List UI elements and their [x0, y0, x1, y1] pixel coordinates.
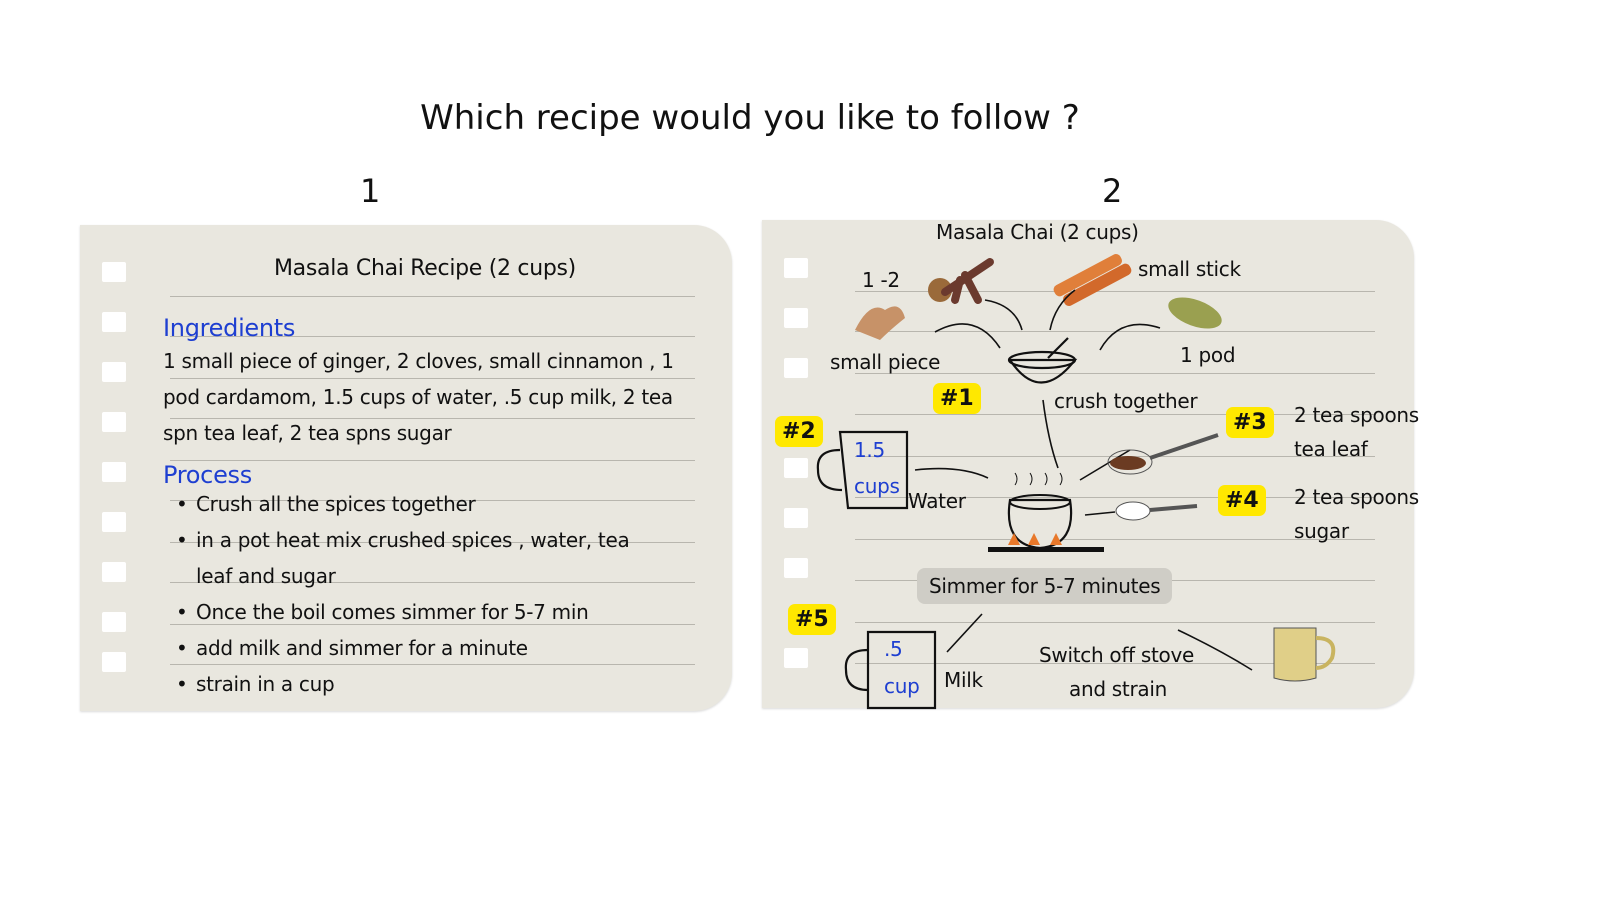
process-step-text: strain in a cup: [196, 672, 335, 696]
process-step-continued: leaf and sugar: [196, 564, 336, 588]
crush-label: crush together: [1054, 389, 1198, 413]
cinnamon-quantity: small stick: [1138, 257, 1241, 281]
process-step: Once the boil comes simmer for 5-7 min: [176, 600, 589, 624]
process-step: Crush all the spices together: [176, 492, 476, 516]
simmer-label: Simmer for 5-7 minutes: [917, 568, 1173, 604]
ginger-quantity: small piece: [830, 350, 941, 374]
water-label: Water: [908, 489, 966, 513]
water-mug-icon: [816, 430, 909, 510]
sugar-quantity: 2 tea spoons: [1294, 485, 1419, 509]
cardamom-quantity: 1 pod: [1180, 343, 1236, 367]
spoon-tea-icon: [1107, 433, 1219, 475]
ingredients-line: spn tea leaf, 2 tea spns sugar: [163, 421, 452, 445]
milk-cup-unit: cup: [884, 674, 920, 698]
finish-line-1: Switch off stove: [1039, 643, 1194, 667]
pot-on-stove-icon: [988, 472, 1104, 552]
recipe-2-title: Masala Chai (2 cups): [936, 220, 1139, 244]
recipe-card-2[interactable]: [762, 220, 1414, 708]
mortar-pestle-icon: [1007, 337, 1078, 384]
tea-label: tea leaf: [1294, 437, 1368, 461]
page-heading: Which recipe would you like to follow ?: [420, 98, 1080, 138]
sugar-label: sugar: [1294, 519, 1349, 543]
step-badge-1: #1: [933, 383, 981, 414]
option-label-2: 2: [1102, 172, 1123, 210]
ginger-icon: [855, 306, 905, 340]
finish-line-2: and strain: [1069, 677, 1167, 701]
tea-quantity: 2 tea spoons: [1294, 403, 1419, 427]
process-step-text: Once the boil comes simmer for 5-7 min: [196, 600, 589, 624]
cinnamon-icon: [1053, 254, 1132, 306]
step-badge-5: #5: [788, 604, 836, 635]
milk-cup-value: .5: [884, 637, 903, 661]
clove-icon: [928, 258, 994, 304]
water-cup-value: 1.5: [854, 438, 885, 462]
recipe-card-1[interactable]: [80, 225, 732, 711]
step-badge-3: #3: [1226, 407, 1274, 438]
process-step-text: Crush all the spices together: [196, 492, 476, 516]
milk-mug-icon: [844, 630, 937, 710]
process-heading: Process: [163, 461, 252, 489]
process-step-text: add milk and simmer for a minute: [196, 636, 528, 660]
step-badge-2: #2: [775, 416, 823, 447]
water-cup-unit: cups: [854, 474, 900, 498]
process-step-text: in a pot heat mix crushed spices , water…: [196, 528, 630, 552]
tea-cup-icon: [1273, 627, 1336, 682]
process-step: strain in a cup: [176, 672, 335, 696]
arrow-icons: [914, 289, 1253, 671]
spoon-sugar-icon: [1115, 501, 1198, 521]
option-label-1: 1: [360, 172, 381, 210]
process-step: add milk and simmer for a minute: [176, 636, 528, 660]
ingredients-heading: Ingredients: [163, 314, 296, 342]
step-badge-4: #4: [1218, 485, 1266, 516]
process-step: in a pot heat mix crushed spices , water…: [176, 528, 630, 552]
recipe-1-title: Masala Chai Recipe (2 cups): [274, 256, 576, 281]
clove-quantity: 1 -2: [862, 268, 900, 292]
milk-label: Milk: [944, 668, 983, 692]
ingredients-line: 1 small piece of ginger, 2 cloves, small…: [163, 349, 674, 373]
ingredients-line: pod cardamom, 1.5 cups of water, .5 cup …: [163, 385, 673, 409]
cardamom-icon: [1168, 297, 1222, 329]
